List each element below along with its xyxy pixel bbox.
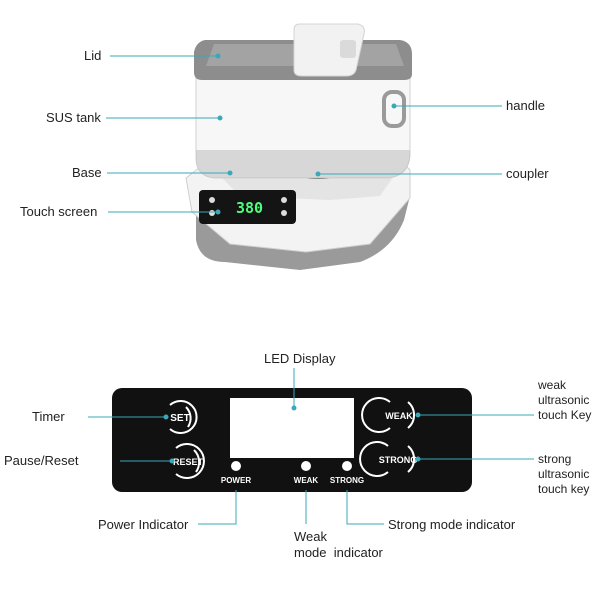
strong-indicator-leader <box>346 490 384 525</box>
weak-button-ring <box>361 397 391 433</box>
base-screen-button-right-top <box>281 197 287 203</box>
label-strong-key-line3: touch key <box>538 483 590 496</box>
reset-button-ring <box>175 443 205 479</box>
reset-button-label: RESET <box>173 457 204 467</box>
power-indicator-leader <box>198 490 237 525</box>
set-button-label: SET <box>170 413 189 424</box>
label-led-display: LED Display <box>264 351 336 366</box>
label-strong-key-line1: strong <box>538 452 572 466</box>
label-weak-key-line3: touch Key <box>538 409 592 422</box>
set-button-ring <box>169 400 198 434</box>
strong-indicator-label: STRONG <box>330 476 364 485</box>
label-coupler: coupler <box>506 166 549 181</box>
weak-button-label: WEAK <box>385 411 413 421</box>
label-weak-key-line1: weak <box>538 378 567 392</box>
base-screen <box>199 190 296 224</box>
lid-handle-recess <box>340 40 356 58</box>
strong-button[interactable]: STRONG <box>359 441 418 477</box>
touch-leader-dot <box>215 209 221 215</box>
label-weak-key-line2: ultrasonic <box>538 393 590 407</box>
label-pause-reset: Pause/Reset <box>4 453 79 468</box>
panel-leader-lines <box>88 368 534 525</box>
tank-leader-dot <box>217 115 223 121</box>
base-screen-button-left-bottom <box>209 210 215 216</box>
lid-leader-dot <box>215 53 221 59</box>
label-base: Base <box>72 165 102 180</box>
label-sus-tank: SUS tank <box>46 110 101 125</box>
weak-indicator-label: WEAK <box>294 476 319 485</box>
lid-handle <box>293 23 365 77</box>
weak-button-ring-right <box>407 401 415 429</box>
timer-leader-dot <box>163 414 169 420</box>
handle-leader-dot <box>391 103 397 109</box>
reset-button[interactable]: RESET <box>173 443 205 479</box>
control-panel: SET RESET WEAK STRONG POWER WEAK STRONG <box>112 388 472 492</box>
base-screen-readout: 380 <box>236 199 263 217</box>
strong-button-label: STRONG <box>379 455 418 465</box>
power-indicator-led <box>231 461 241 471</box>
top-leader-lines <box>106 53 502 215</box>
label-strong-indicator: Strong mode indicator <box>388 517 516 532</box>
label-weak-indicator-line2: mode indicator <box>294 545 383 560</box>
base-screen-button-right-bottom <box>281 210 287 216</box>
label-weak-indicator-line1: Weak <box>294 529 327 544</box>
strong-button-ring <box>359 441 389 477</box>
led-display-leader-dot <box>291 405 297 411</box>
label-handle: handle <box>506 98 546 113</box>
label-lid: Lid <box>84 48 102 63</box>
label-power-indicator: Power Indicator <box>98 517 189 532</box>
set-button[interactable]: SET <box>169 400 198 434</box>
reset-leader-dot <box>169 458 175 464</box>
base-leader-dot <box>227 170 233 176</box>
tank-band <box>196 150 410 178</box>
weak-key-leader-dot <box>415 412 421 418</box>
reset-button-ring-right <box>193 449 201 473</box>
set-button-ring-right <box>185 406 192 428</box>
label-timer: Timer <box>32 409 65 424</box>
power-indicator-label: POWER <box>221 476 251 485</box>
strong-indicator-led <box>342 461 352 471</box>
handle-shape <box>382 90 406 128</box>
cleaner-device: 380 <box>185 23 412 270</box>
strong-button-ring-right <box>407 445 415 473</box>
weak-button[interactable]: WEAK <box>361 397 415 433</box>
strong-key-leader-dot <box>415 456 421 462</box>
base-screen-button-left-top <box>209 197 215 203</box>
coupler-leader-dot <box>315 171 321 177</box>
label-touch-screen: Touch screen <box>20 204 98 219</box>
label-strong-key-line2: ultrasonic <box>538 467 590 481</box>
weak-indicator-led <box>301 461 311 471</box>
